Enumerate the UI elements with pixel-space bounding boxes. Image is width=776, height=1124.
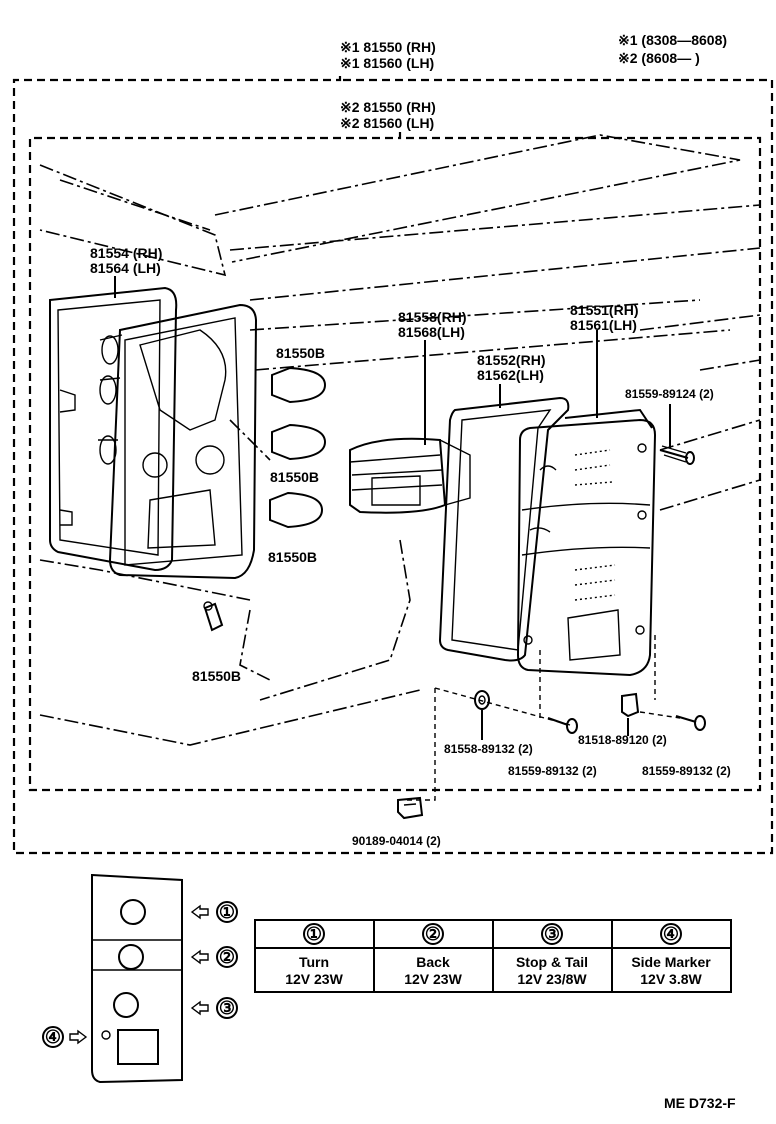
- side-marker-bulb: [203, 601, 224, 632]
- table-col-4: ④ Side Marker 12V 3.8W: [631, 923, 711, 987]
- svg-text:①: ①: [219, 902, 235, 922]
- leader-lines: [114, 276, 681, 801]
- socket-callout-4: ④: [42, 1026, 88, 1048]
- svg-text:④: ④: [45, 1027, 61, 1047]
- bulb-table: ① Turn 12V 23W ② Back 12V 23W ③ Stop & T…: [254, 919, 732, 993]
- label-81564: 81564 (LH): [90, 260, 161, 276]
- svg-text:12V 23W: 12V 23W: [404, 971, 462, 987]
- note-1: ※1 (8308—8608): [618, 32, 727, 48]
- svg-text:①: ①: [306, 924, 322, 944]
- label-81558: 81558(RH): [398, 309, 466, 325]
- bulb-2: [271, 423, 327, 461]
- clip: [621, 692, 640, 718]
- label-bulb-2: 81550B: [270, 469, 319, 485]
- label-screw-right: 81559-89132 (2): [642, 764, 731, 778]
- svg-text:12V 23/8W: 12V 23/8W: [517, 971, 587, 987]
- screw-top: [659, 445, 695, 465]
- svg-text:Back: Back: [416, 954, 450, 970]
- label-nut: 90189-04014 (2): [352, 834, 441, 848]
- svg-text:12V 3.8W: 12V 3.8W: [640, 971, 702, 987]
- svg-text:②: ②: [425, 924, 441, 944]
- table-col-3: ③ Stop & Tail 12V 23/8W: [516, 923, 588, 987]
- svg-text:③: ③: [219, 998, 235, 1018]
- svg-text:Turn: Turn: [299, 954, 329, 970]
- asm2-lh-label: ※2 81560 (LH): [340, 115, 434, 131]
- svg-text:12V 23W: 12V 23W: [285, 971, 343, 987]
- nut: [397, 796, 424, 820]
- label-bulb-3: 81550B: [268, 549, 317, 565]
- label-81561: 81561(LH): [570, 317, 637, 333]
- small-lamp-81558: [349, 437, 471, 514]
- washer: [474, 690, 490, 710]
- svg-text:Side Marker: Side Marker: [631, 954, 711, 970]
- right-lens-81551: [516, 408, 657, 677]
- label-washer: 81558-89132 (2): [444, 742, 533, 756]
- label-81551: 81551(RH): [570, 302, 638, 318]
- asm1-rh-label: ※1 81550 (RH): [340, 39, 436, 55]
- svg-text:④: ④: [663, 924, 679, 944]
- asm1-lh-label: ※1 81560 (LH): [340, 55, 434, 71]
- label-81552: 81552(RH): [477, 352, 545, 368]
- note-2: ※2 (8608— ): [618, 50, 700, 66]
- outer-assembly-frame: [12, 76, 774, 855]
- socket-callout-2: ②: [190, 946, 238, 968]
- table-col-2: ② Back 12V 23W: [404, 923, 463, 987]
- left-lamp-housing: [98, 303, 258, 580]
- gasket-81552: [438, 396, 570, 662]
- label-bulb-side: 81550B: [192, 668, 241, 684]
- diagram-code: ME D732-F: [664, 1095, 736, 1111]
- asm2-rh-label: ※2 81550 (RH): [340, 99, 436, 115]
- vehicle-body-outline: [39, 134, 761, 746]
- label-screw-mid: 81559-89132 (2): [508, 764, 597, 778]
- socket-callout-1: ①: [190, 901, 238, 923]
- label-81568: 81568(LH): [398, 324, 465, 340]
- label-screw-top: 81559-89124 (2): [625, 387, 714, 401]
- svg-text:③: ③: [544, 924, 560, 944]
- screw-right: [675, 715, 706, 731]
- bulb-1: [271, 366, 327, 404]
- bulb-3: [269, 491, 324, 529]
- svg-text:Stop & Tail: Stop & Tail: [516, 954, 588, 970]
- label-bulb-1: 81550B: [276, 345, 325, 361]
- left-lens-81554: [49, 286, 178, 572]
- socket-callout-3: ③: [190, 997, 238, 1019]
- label-81562: 81562(LH): [477, 367, 544, 383]
- svg-text:②: ②: [219, 947, 235, 967]
- label-81554: 81554 (RH): [90, 245, 162, 261]
- inner-assembly-frame: [28, 132, 762, 792]
- label-clip: 81518-89120 (2): [578, 733, 667, 747]
- socket-diagram: [91, 873, 183, 1084]
- table-col-1: ① Turn 12V 23W: [285, 923, 344, 987]
